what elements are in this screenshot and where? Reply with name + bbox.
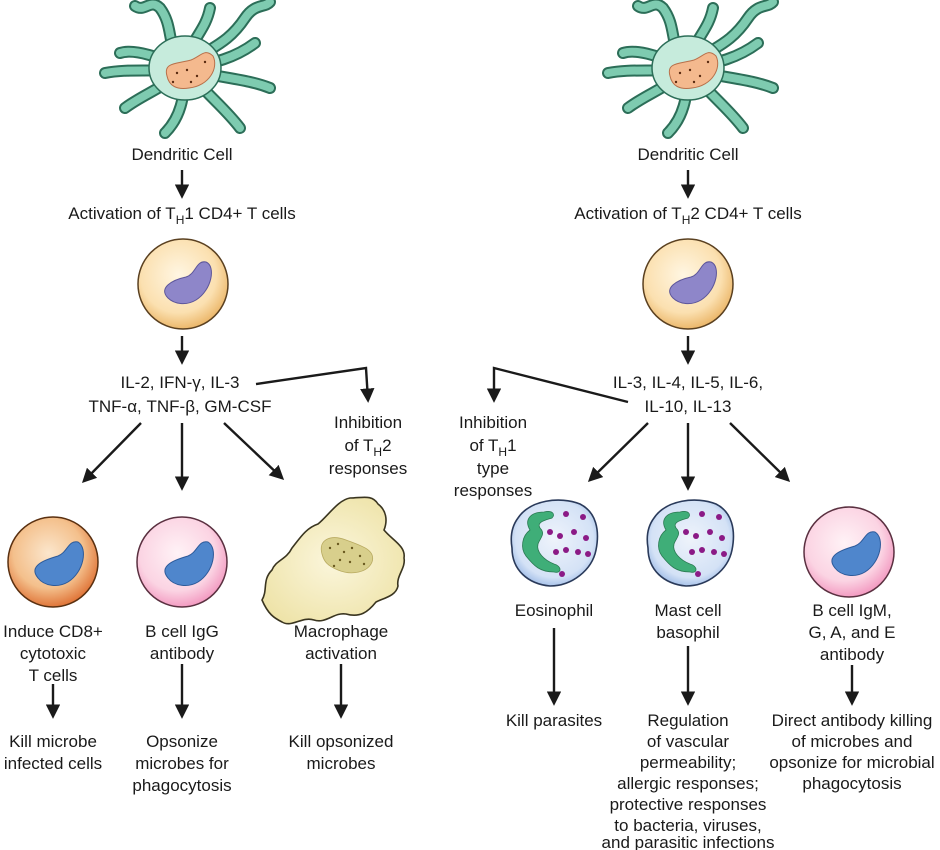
svg-text:and parasitic infections: and parasitic infections [602, 833, 775, 850]
outcome-macrophage: Kill opsonized microbes [289, 732, 394, 773]
svg-text:permeability;: permeability; [640, 753, 736, 772]
b-cell-igg [136, 516, 228, 608]
dendritic-cell-left-label: Dendritic Cell [131, 145, 232, 164]
inhibition-th1-line-3: type [477, 459, 509, 478]
svg-text:to bacteria, viruses,: to bacteria, viruses, [614, 816, 761, 835]
svg-text:Regulation: Regulation [647, 711, 728, 730]
svg-text:of vascular: of vascular [647, 732, 730, 751]
effector-macrophage-label: Macrophage activation [294, 622, 389, 663]
dendritic-cell-left [99, 0, 276, 139]
svg-text:opsonize for microbial: opsonize for microbial [769, 753, 934, 772]
svg-text:antibody: antibody [820, 645, 885, 664]
svg-text:Induce CD8+: Induce CD8+ [3, 622, 103, 641]
svg-text:of microbes and: of microbes and [792, 732, 913, 751]
effector-mast-cell-label: Mast cell basophil [654, 601, 721, 642]
th2-t-cell [642, 238, 734, 330]
effector-b-igg-label: B cell IgG antibody [145, 622, 219, 663]
arrow-to-eosinophil [587, 422, 649, 483]
svg-text:Kill microbe: Kill microbe [9, 732, 97, 751]
arrow-to-inhibition-th1 [486, 366, 629, 404]
th2-activation-label: Activation of TH2 CD4+ T cells [574, 204, 801, 227]
th2-cytokines-line-2: IL-10, IL-13 [645, 397, 732, 416]
macrophage [261, 496, 406, 625]
outcome-mast-cell: Regulation of vascular permeability; all… [602, 711, 775, 850]
outcome-b-igg: Opsonize microbes for phagocytosis [132, 732, 231, 795]
cd8-t-cell [7, 516, 99, 608]
inhibition-th2-line-2: of TH2 [344, 436, 391, 459]
inhibition-th2-line-3: responses [329, 459, 407, 478]
effector-eosinophil-label: Eosinophil [515, 601, 593, 620]
svg-text:Eosinophil: Eosinophil [515, 601, 593, 620]
svg-text:B cell IgG: B cell IgG [145, 622, 219, 641]
outcome-eosinophil: Kill parasites [506, 711, 602, 730]
effector-b-igm-label: B cell IgM, G, A, and E antibody [809, 601, 896, 664]
th1-activation-label: Activation of TH1 CD4+ T cells [68, 204, 295, 227]
svg-text:basophil: basophil [656, 623, 719, 642]
arrow-to-inhibition-th2 [255, 366, 375, 403]
svg-text:protective responses: protective responses [610, 795, 767, 814]
svg-text:allergic responses;: allergic responses; [617, 774, 759, 793]
mast-cell-basophil [646, 499, 735, 587]
arrow-to-cd8 [81, 422, 142, 484]
th1-cytokines-line-2: TNF-α, TNF-β, GM-CSF [89, 397, 272, 416]
b-cell-igm [803, 506, 895, 598]
th1-t-cell [137, 238, 229, 330]
inhibition-th2-line-1: Inhibition [334, 413, 402, 432]
svg-text:Opsonize: Opsonize [146, 732, 218, 751]
th2-cytokines-line-1: IL-3, IL-4, IL-5, IL-6, [613, 373, 763, 392]
effector-cd8-label: Induce CD8+ cytotoxic T cells [3, 622, 103, 685]
svg-text:Kill opsonized: Kill opsonized [289, 732, 394, 751]
svg-text:activation: activation [305, 644, 377, 663]
outcome-cd8: Kill microbe infected cells [4, 732, 102, 773]
th1-cytokines-line-1: IL-2, IFN-γ, IL-3 [120, 373, 239, 392]
arrow-to-macrophage [223, 422, 285, 480]
svg-text:phagocytosis: phagocytosis [802, 774, 901, 793]
inhibition-th1-line-1: Inhibition [459, 413, 527, 432]
eosinophil [510, 499, 599, 587]
svg-text:G, A, and E: G, A, and E [809, 623, 896, 642]
svg-text:microbes for: microbes for [135, 754, 229, 773]
dendritic-cell-right [602, 0, 779, 139]
inhibition-th1-line-4: responses [454, 481, 532, 500]
svg-text:microbes: microbes [307, 754, 376, 773]
svg-text:infected cells: infected cells [4, 754, 102, 773]
svg-text:phagocytosis: phagocytosis [132, 776, 231, 795]
dendritic-cell-right-label: Dendritic Cell [637, 145, 738, 164]
svg-text:Kill parasites: Kill parasites [506, 711, 602, 730]
inhibition-th1-line-2: of TH1 [469, 436, 516, 459]
arrow-to-b-cell-ige [729, 422, 791, 483]
svg-text:Direct antibody killing: Direct antibody killing [772, 711, 933, 730]
svg-text:T cells: T cells [29, 666, 78, 685]
svg-text:cytotoxic: cytotoxic [20, 644, 87, 663]
outcome-b-igm: Direct antibody killing of microbes and … [769, 711, 934, 793]
svg-text:B cell IgM,: B cell IgM, [812, 601, 891, 620]
svg-text:Mast cell: Mast cell [654, 601, 721, 620]
svg-text:Macrophage: Macrophage [294, 622, 389, 641]
svg-text:antibody: antibody [150, 644, 215, 663]
